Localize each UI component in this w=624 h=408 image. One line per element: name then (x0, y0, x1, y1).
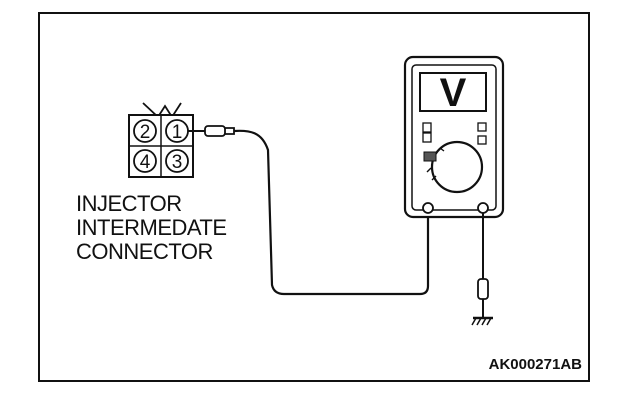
pin-number: 1 (172, 122, 183, 143)
connector-label-line-1: INJECTOR (76, 191, 182, 216)
pin-number: 3 (172, 152, 183, 173)
pin-number: 4 (140, 152, 151, 173)
connector-pin (133, 149, 157, 173)
ground-probe (477, 278, 489, 300)
diagram-frame (38, 12, 590, 382)
meter-button (422, 132, 432, 143)
test-probe (188, 125, 235, 137)
voltmeter: V (403, 55, 505, 219)
connector-label-line-2: INTERMEDATE (76, 215, 227, 240)
connector-label-line-3: CONNECTOR (76, 239, 213, 264)
injector-intermediate-connector: 2 1 4 3 (128, 102, 194, 178)
figure-code: AK000271AB (489, 356, 583, 373)
connector-pin (133, 119, 157, 143)
connector-label: INJECTOR INTERMEDATE CONNECTOR (76, 191, 227, 264)
meter-inner-panel (411, 64, 497, 211)
probe-tip (204, 125, 226, 137)
pin-number: 2 (140, 122, 151, 143)
connector-lock-tab (142, 102, 182, 119)
test-lead-wire (233, 129, 430, 296)
meter-button (477, 135, 487, 145)
connector-pin (165, 149, 189, 173)
meter-button (477, 122, 487, 132)
ground-lead (471, 213, 493, 326)
meter-button (422, 122, 432, 133)
meter-dial-pointer (423, 151, 437, 162)
meter-jack-com (422, 202, 434, 214)
meter-display (419, 72, 487, 112)
meter-jack-v (477, 202, 489, 214)
meter-display-reading: V (440, 71, 467, 115)
meter-selector-dial (430, 140, 484, 194)
